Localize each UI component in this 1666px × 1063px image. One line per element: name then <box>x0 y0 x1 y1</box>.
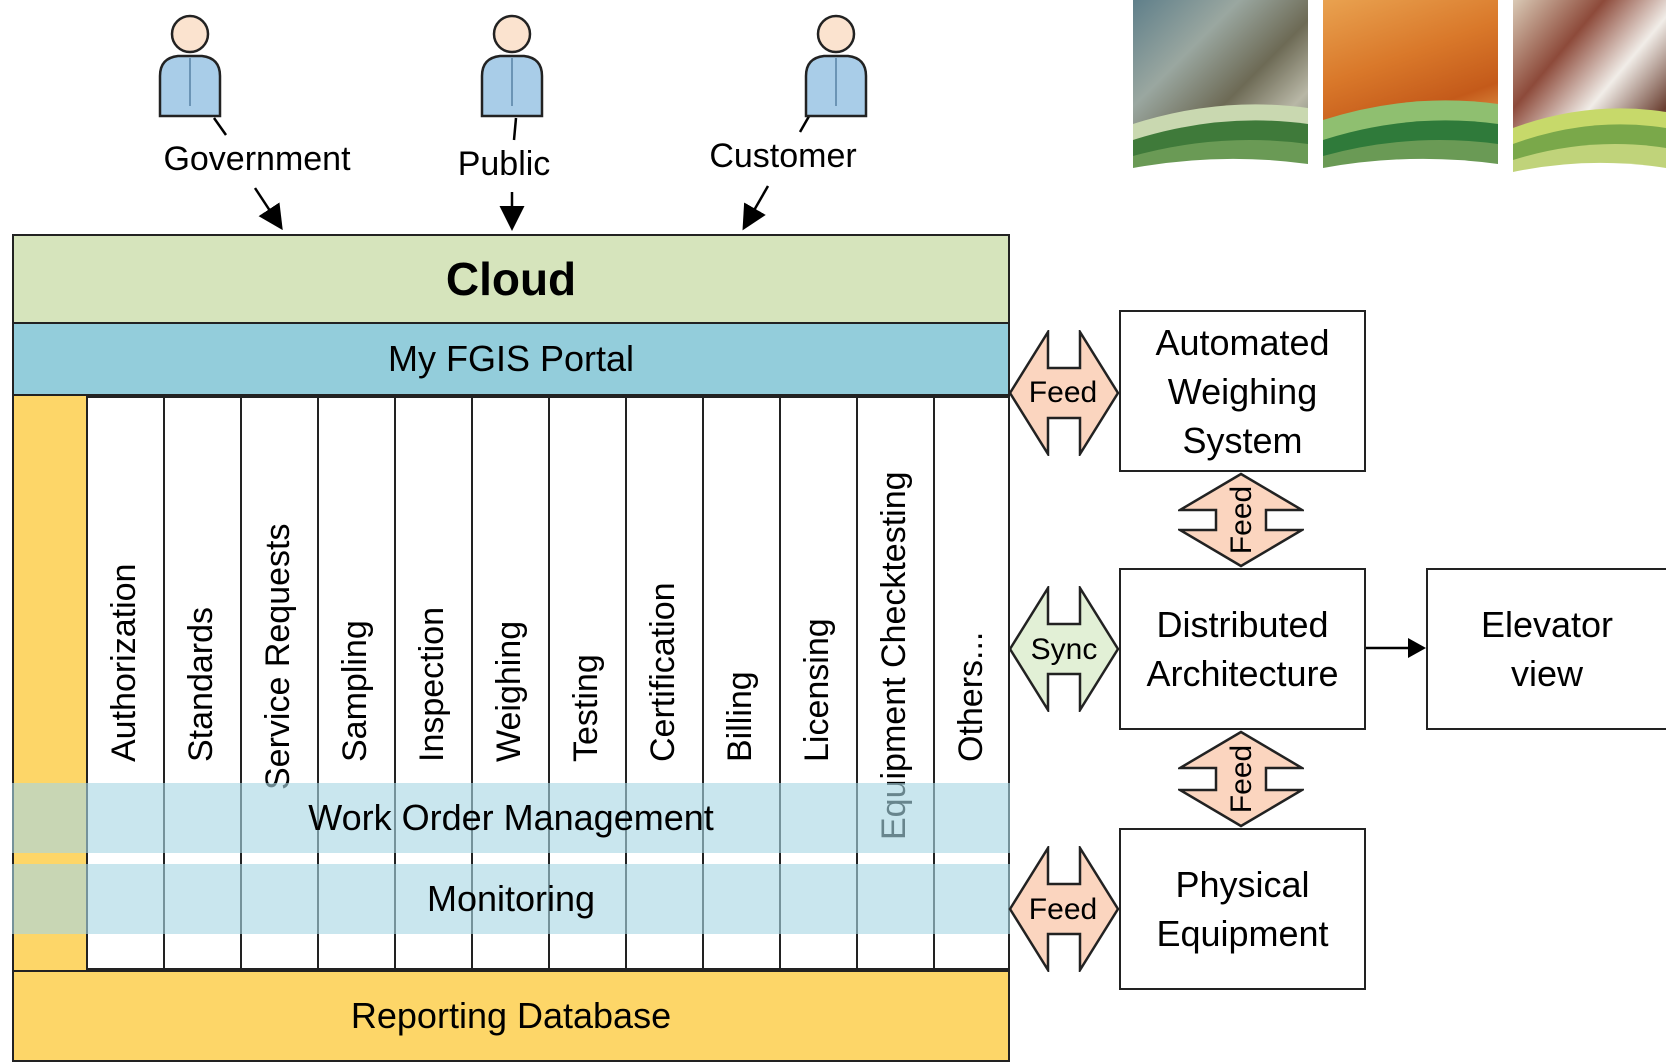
module-label: Licensing <box>797 618 836 762</box>
module-label: Certification <box>643 582 682 762</box>
sync-connector <box>1008 586 1120 712</box>
customer-user-icon <box>804 14 868 118</box>
government-user-icon <box>158 14 222 118</box>
sync-label: Sync <box>1030 633 1098 666</box>
cloud-header: Cloud <box>12 234 1010 324</box>
reporting-database-bar: Reporting Database <box>12 970 1010 1062</box>
module-label: Inspection <box>412 607 451 762</box>
module-column: Billing <box>704 398 781 970</box>
box-line: Distributed <box>1156 604 1329 645</box>
module-column: Sampling <box>319 398 396 970</box>
public-user-icon <box>480 14 544 118</box>
elevator-arrow <box>1366 638 1426 658</box>
module-column: Authorization <box>88 398 165 970</box>
box-line: Weighing <box>1167 370 1318 412</box>
photo-inspection <box>1513 0 1666 180</box>
module-label: Sampling <box>335 620 374 762</box>
module-column: Certification <box>627 398 704 970</box>
module-column: Service Requests <box>242 398 319 970</box>
feed-label: Feed <box>1225 485 1258 555</box>
box-line: Physical <box>1175 864 1310 905</box>
actor-label-government: Government <box>163 140 351 178</box>
feed-label: Feed <box>1028 376 1098 409</box>
module-label: Testing <box>566 654 605 762</box>
module-column: Weighing <box>473 398 550 970</box>
box-line: view <box>1510 653 1583 694</box>
box-line: Equipment <box>1156 913 1329 954</box>
module-label: Others... <box>951 631 990 762</box>
module-column: Standards <box>165 398 242 970</box>
module-column: Equipment Checktesting <box>858 398 935 970</box>
module-label: Service Requests <box>258 523 297 790</box>
photo-wheat <box>1323 0 1498 180</box>
box-line: Architecture <box>1146 653 1339 694</box>
actor-label-customer: Customer <box>709 137 857 175</box>
box-line: System <box>1182 419 1303 461</box>
monitoring-band: Monitoring <box>12 864 1010 934</box>
elevator-view-box: Elevator view <box>1426 568 1666 730</box>
feed-label: Feed <box>1028 893 1098 926</box>
module-label: Standards <box>181 607 220 762</box>
feed-label: Feed <box>1225 744 1258 814</box>
feed-connector-vertical-2 <box>1178 730 1304 828</box>
module-label: Billing <box>720 671 759 762</box>
module-label: Authorization <box>104 563 143 762</box>
fgis-portal-bar: My FGIS Portal <box>12 324 1010 396</box>
work-order-management-band: Work Order Management <box>12 783 1010 853</box>
module-column: Testing <box>550 398 627 970</box>
feed-connector-weighing <box>1008 330 1120 456</box>
reporting-database-side <box>12 396 88 1060</box>
actor-label-public: Public <box>457 145 551 183</box>
module-column: Licensing <box>781 398 858 970</box>
feed-connector-vertical-1 <box>1178 472 1304 568</box>
box-line: Automated <box>1155 321 1330 363</box>
photo-grain-elevator <box>1133 0 1308 180</box>
module-column: Inspection <box>396 398 473 970</box>
box-line: Elevator <box>1480 604 1614 645</box>
module-label: Weighing <box>489 620 528 762</box>
feed-connector-physical <box>1008 846 1120 972</box>
